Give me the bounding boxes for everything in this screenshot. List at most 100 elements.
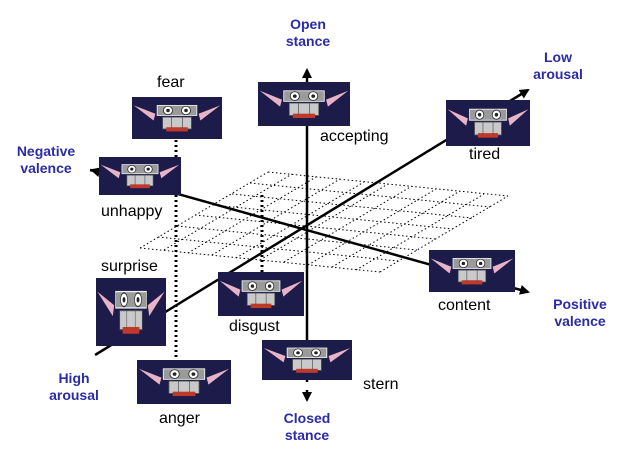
emotion-label-anger: anger bbox=[159, 410, 200, 427]
axis-low-line2: arousal bbox=[533, 66, 583, 82]
robot-face-part bbox=[292, 113, 316, 119]
axis-positive-line2: valence bbox=[554, 313, 606, 329]
axis-low-line1: Low bbox=[544, 49, 572, 65]
robot-face-part bbox=[263, 348, 286, 363]
robot-face-part bbox=[168, 380, 200, 394]
robot-face-part bbox=[162, 368, 206, 380]
emotion-label-content: content bbox=[438, 297, 491, 314]
robot-face-part bbox=[259, 90, 282, 107]
axis-high-arousal-label: High arousal bbox=[42, 370, 106, 404]
axis-high-line1: High bbox=[58, 370, 90, 386]
axis-open-line1: Open bbox=[290, 16, 326, 32]
robot-face-part bbox=[461, 261, 466, 266]
robot-face-surprise bbox=[96, 278, 166, 346]
robot-face-part bbox=[292, 358, 322, 371]
robot-face-part bbox=[457, 269, 487, 283]
emotion-label-disgust: disgust bbox=[229, 318, 280, 335]
robot-face-part bbox=[126, 174, 154, 187]
robot-face-part bbox=[146, 167, 150, 171]
robot-face-part bbox=[447, 109, 468, 126]
robot-face-part bbox=[314, 351, 318, 355]
robot-face-anger bbox=[137, 360, 231, 404]
robot-face-part bbox=[328, 348, 351, 363]
robot-face-part bbox=[474, 121, 502, 136]
robot-face-part bbox=[122, 297, 126, 303]
robot-face-icon bbox=[133, 104, 221, 132]
robot-face-part bbox=[172, 391, 196, 397]
robot-face-fear bbox=[132, 97, 222, 139]
robot-face-part bbox=[219, 280, 241, 297]
robot-face-part bbox=[283, 90, 325, 102]
robot-face-part bbox=[494, 112, 499, 117]
robot-face-part bbox=[469, 108, 507, 121]
emotion-label-fear: fear bbox=[157, 74, 185, 91]
robot-face-tired bbox=[446, 100, 530, 146]
emotion-label-tired: tired bbox=[469, 146, 501, 163]
robot-face-part bbox=[184, 108, 188, 113]
robot-face-part bbox=[119, 310, 143, 331]
robot-face-part bbox=[241, 280, 281, 292]
robot-face-icon bbox=[138, 368, 230, 397]
robot-face-part bbox=[250, 303, 272, 309]
axis-closed-line1: Closed bbox=[283, 410, 331, 426]
axis-positive-line1: Positive bbox=[553, 296, 607, 312]
robot-face-part bbox=[147, 291, 165, 317]
robot-face-part bbox=[288, 102, 320, 116]
emotion-label-surprise: surprise bbox=[101, 258, 158, 275]
robot-face-part bbox=[508, 109, 529, 126]
robot-face-part bbox=[292, 94, 297, 98]
robot-face-part bbox=[326, 90, 349, 107]
robot-face-content bbox=[429, 250, 515, 292]
robot-face-part bbox=[250, 284, 255, 288]
robot-face-unhappy bbox=[99, 157, 181, 195]
robot-face-part bbox=[130, 167, 134, 171]
robot-face-part bbox=[477, 133, 499, 138]
robot-face-part bbox=[159, 164, 180, 179]
robot-face-part bbox=[492, 258, 514, 274]
robot-face-icon bbox=[219, 280, 303, 309]
emotion-label-unhappy: unhappy bbox=[101, 203, 163, 220]
robot-face-part bbox=[246, 292, 276, 306]
robot-face-part bbox=[296, 368, 318, 373]
robot-face-part bbox=[172, 372, 177, 376]
robot-face-part bbox=[281, 280, 303, 297]
robot-face-part bbox=[311, 94, 316, 98]
robot-face-icon bbox=[100, 164, 180, 189]
axis-high-line2: arousal bbox=[49, 387, 99, 403]
robot-face-part bbox=[133, 105, 156, 121]
axis-closed-stance-label: Closed stance bbox=[272, 410, 342, 444]
robot-face-part bbox=[198, 105, 221, 121]
robot-face-disgust bbox=[218, 272, 304, 316]
axis-negative-valence-label: Negative valence bbox=[6, 143, 86, 177]
robot-face-part bbox=[97, 291, 115, 317]
axis-positive-valence-label: Positive valence bbox=[540, 296, 620, 330]
axis-negative-line1: Negative bbox=[16, 143, 76, 159]
robot-face-part bbox=[477, 112, 482, 117]
emotion-label-stern: stern bbox=[363, 376, 399, 393]
robot-face-part bbox=[191, 372, 196, 376]
robot-face-part bbox=[286, 347, 328, 358]
robot-face-part bbox=[430, 258, 452, 274]
robot-face-icon bbox=[430, 257, 514, 285]
robot-face-part bbox=[206, 368, 230, 385]
robot-face-part bbox=[162, 116, 192, 130]
robot-face-part bbox=[461, 280, 483, 285]
robot-face-icon bbox=[263, 347, 351, 373]
robot-face-accepting bbox=[258, 82, 350, 126]
axis-negative-line2: valence bbox=[20, 160, 72, 176]
robot-face-part bbox=[267, 284, 272, 288]
robot-face-icon bbox=[97, 290, 165, 334]
axis-open-line2: stance bbox=[285, 33, 331, 49]
axis-closed-line2: stance bbox=[284, 427, 330, 443]
robot-face-part bbox=[130, 184, 150, 189]
robot-face-icon bbox=[447, 108, 529, 138]
robot-face-part bbox=[296, 351, 300, 355]
emotion-label-accepting: accepting bbox=[320, 128, 389, 145]
perspective-grid bbox=[139, 171, 509, 273]
robot-face-part bbox=[166, 127, 188, 132]
robot-face-icon bbox=[259, 90, 349, 119]
robot-face-stern bbox=[262, 340, 352, 380]
robot-face-part bbox=[122, 326, 140, 334]
robot-face-part bbox=[478, 261, 483, 266]
